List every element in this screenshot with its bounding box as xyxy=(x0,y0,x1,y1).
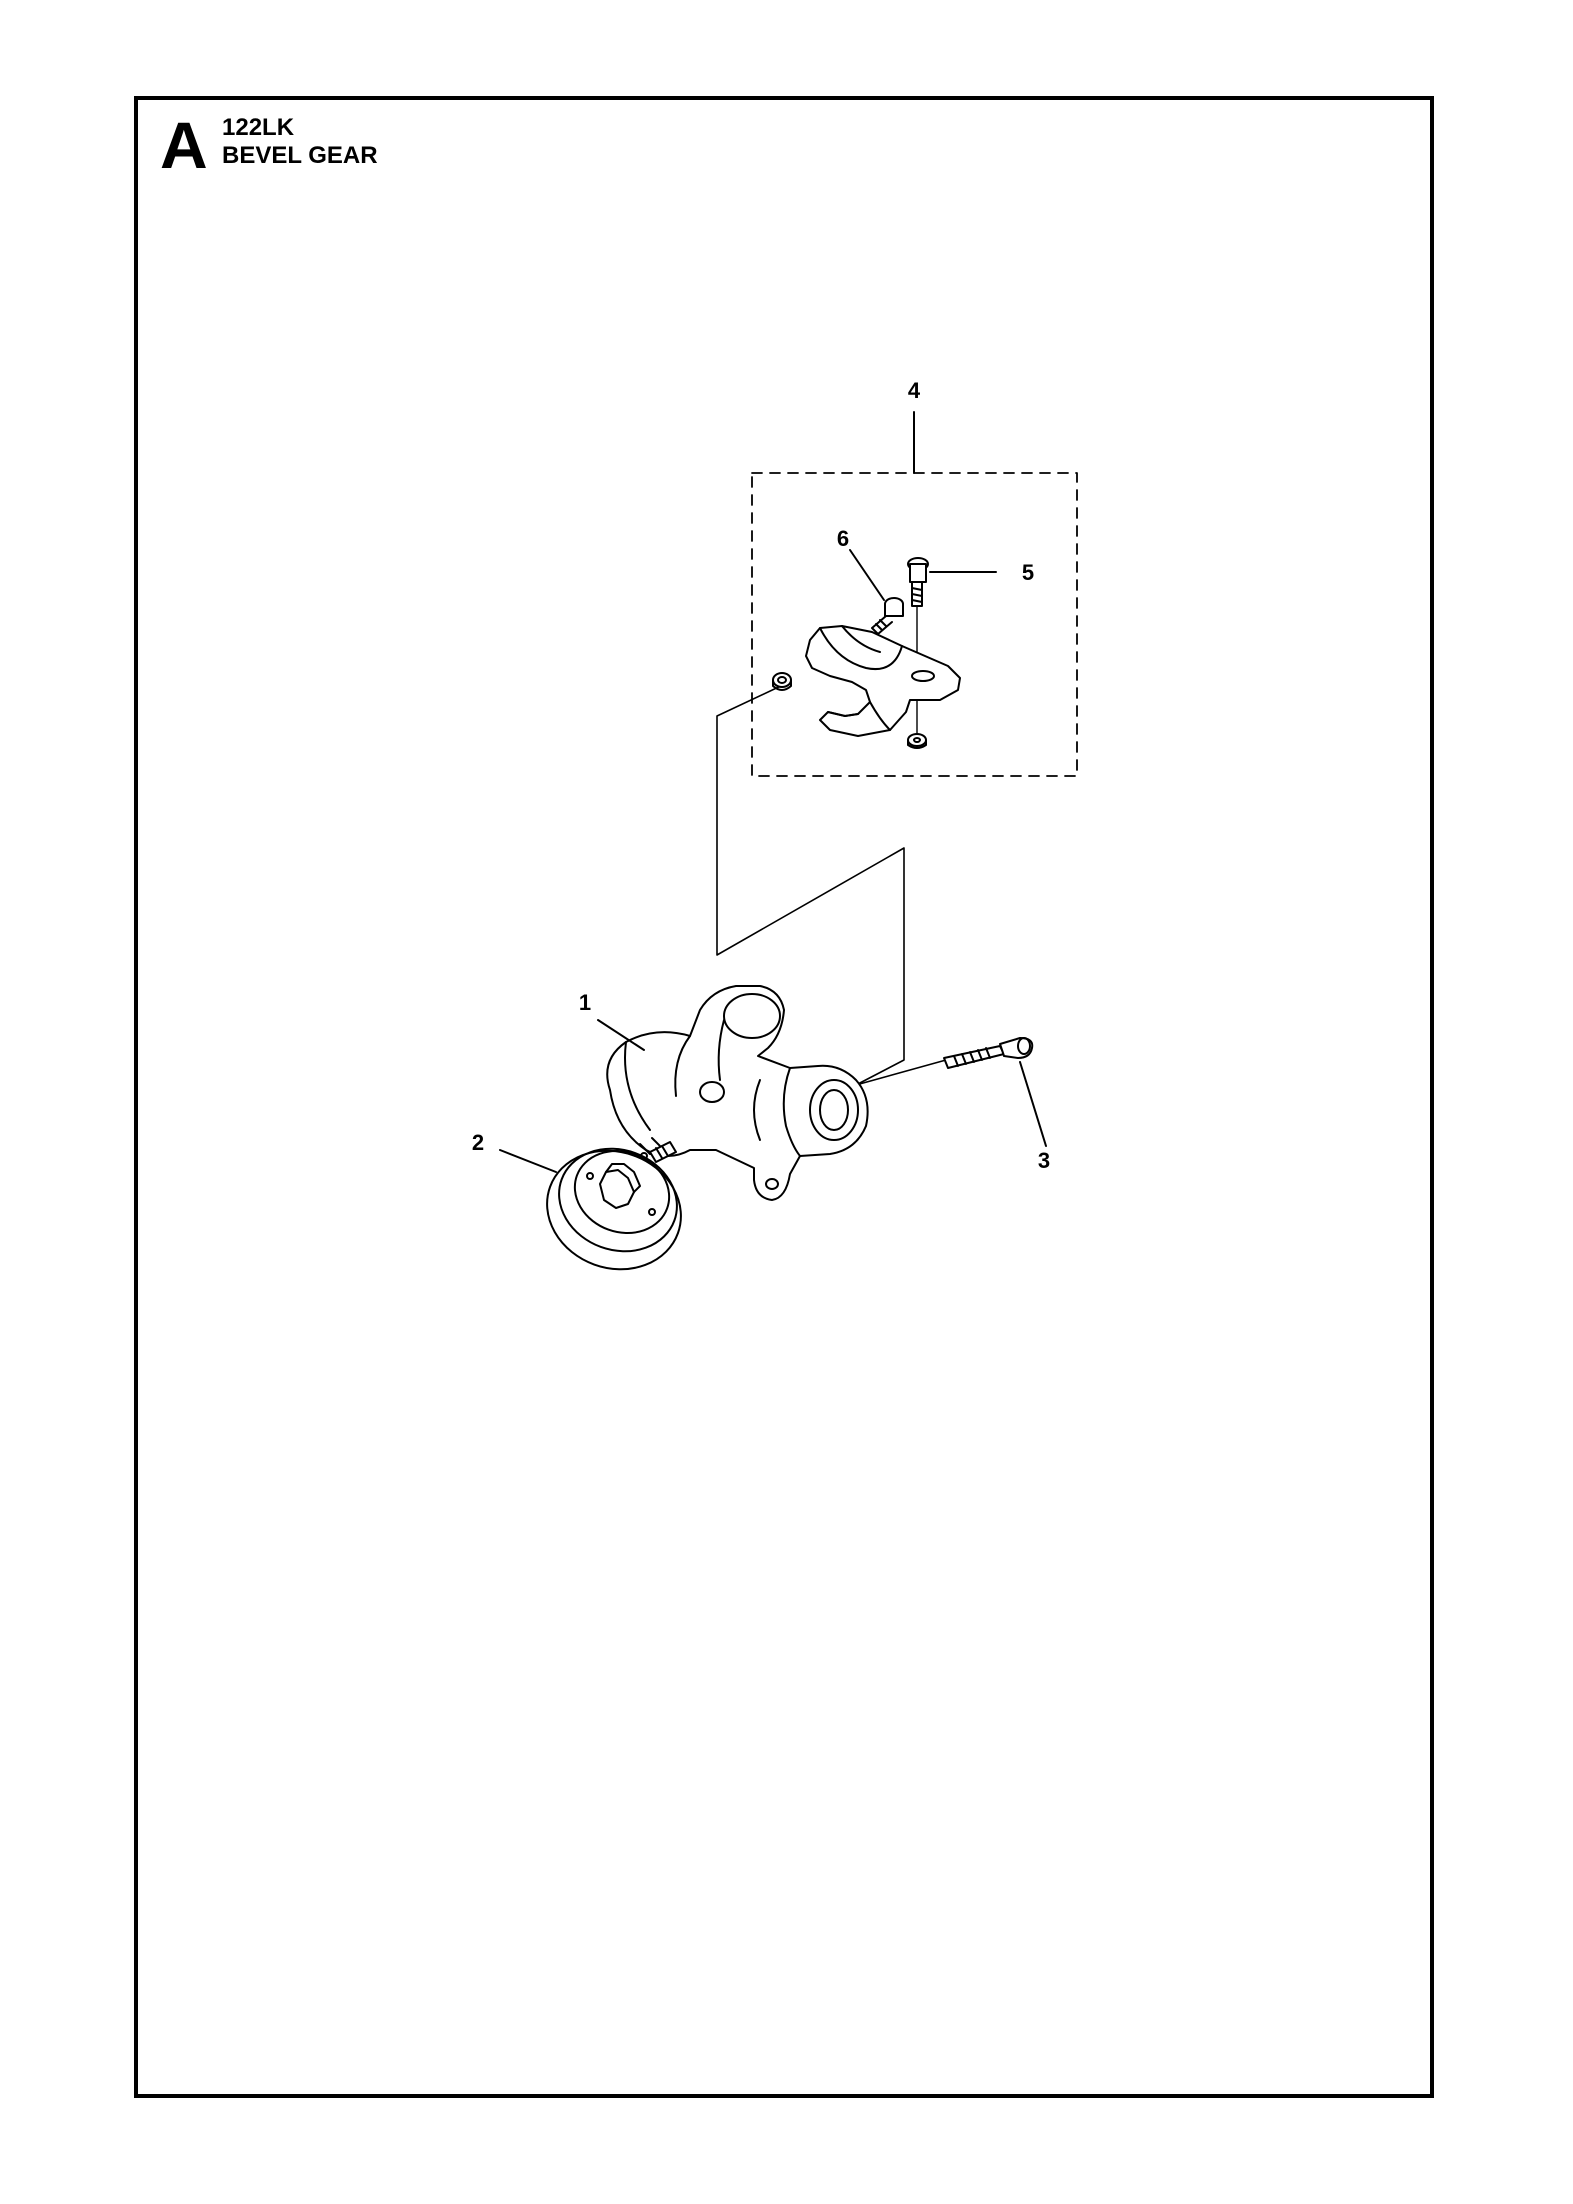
small-nut xyxy=(772,672,792,691)
bolt-item-5 xyxy=(907,557,929,734)
bolt-item-3 xyxy=(943,1037,1034,1069)
leader-2 xyxy=(499,1149,557,1173)
title-block: 122LK BEVEL GEAR xyxy=(222,114,378,170)
callout-2: 2 xyxy=(472,1130,484,1155)
model-name: 122LK xyxy=(222,114,295,141)
output-shaft-thread xyxy=(649,1141,677,1163)
diagram-title: BEVEL GEAR xyxy=(222,142,378,169)
leader-1 xyxy=(597,1019,645,1051)
clamp-bracket xyxy=(805,625,961,737)
callout-6: 6 xyxy=(837,526,849,551)
callout-5: 5 xyxy=(1022,560,1034,585)
leader-3 xyxy=(1019,1061,1047,1147)
page-frame xyxy=(134,96,1434,2098)
washer xyxy=(907,733,927,749)
section-letter: A xyxy=(160,108,208,182)
thrust-washer-item-2 xyxy=(546,1147,682,1271)
leader-6 xyxy=(849,549,885,601)
callout-4: 4 xyxy=(908,378,921,403)
callout-1: 1 xyxy=(579,990,591,1015)
assembly-guide-line-bolt xyxy=(855,1059,947,1086)
callout-3: 3 xyxy=(1038,1148,1050,1173)
screw-item-6 xyxy=(871,597,904,635)
assembly-guide-line xyxy=(716,683,905,1086)
kit-boundary-dashed xyxy=(751,472,1078,777)
